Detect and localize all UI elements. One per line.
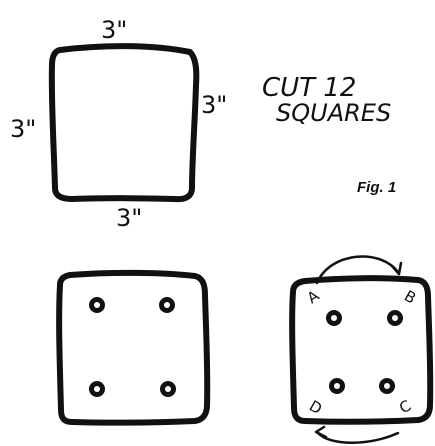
instruction-line-2: SQUARES	[276, 99, 391, 127]
corner-label-a: A	[304, 286, 323, 307]
corner-label-d: D	[306, 397, 325, 418]
dimension-right: 3"	[201, 91, 227, 119]
figure-caption: Fig. 1	[357, 179, 396, 196]
corner-label-b: B	[401, 287, 419, 308]
fold-arrow-bottom	[318, 433, 398, 443]
dimension-bottom: 3"	[116, 204, 142, 232]
dotted-square-left	[59, 273, 207, 423]
dimension-left: 3"	[10, 115, 36, 143]
large-square	[52, 46, 197, 199]
arrowhead-icon	[316, 427, 326, 437]
dimension-top: 3"	[101, 16, 127, 44]
corner-label-c: C	[396, 396, 414, 417]
